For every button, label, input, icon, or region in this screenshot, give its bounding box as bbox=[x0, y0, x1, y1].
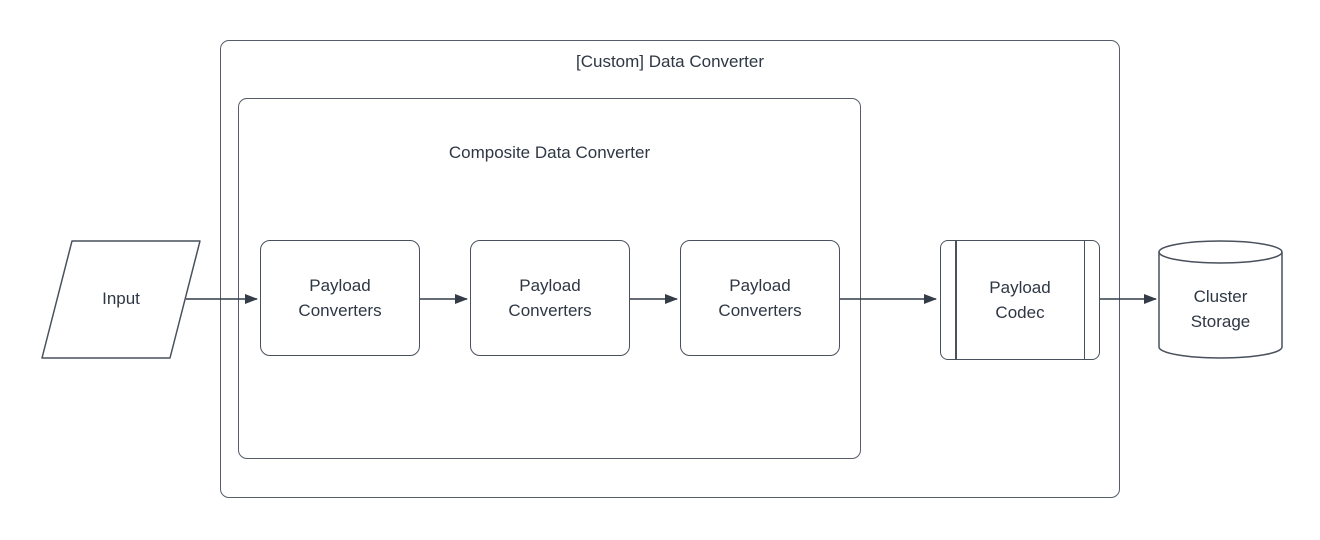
payload-converters-label-2: Payload Converters bbox=[508, 276, 592, 320]
composite-data-converter-label: Composite Data Converter bbox=[448, 143, 651, 162]
payload-converters-label-3: Payload Converters bbox=[718, 276, 802, 320]
composite-data-converter-group bbox=[238, 98, 861, 459]
cluster-storage-cylinder-top bbox=[1158, 251, 1283, 264]
input-node-label: Input bbox=[102, 289, 140, 308]
codec-right-bar bbox=[1083, 241, 1085, 359]
custom-data-converter-group bbox=[220, 40, 1120, 498]
payload-converters-node-3: Payload Converters bbox=[680, 240, 840, 356]
payload-converters-label-1: Payload Converters bbox=[298, 276, 382, 320]
codec-left-bar bbox=[955, 241, 957, 359]
payload-codec-label: Payload Codec bbox=[989, 278, 1051, 322]
payload-converters-node-1: Payload Converters bbox=[260, 240, 420, 356]
payload-codec-node: Payload Codec bbox=[940, 240, 1100, 360]
payload-converters-node-2: Payload Converters bbox=[470, 240, 630, 356]
cluster-storage-label: Cluster Storage bbox=[1190, 287, 1251, 331]
custom-data-converter-label: [Custom] Data Converter bbox=[575, 52, 764, 71]
